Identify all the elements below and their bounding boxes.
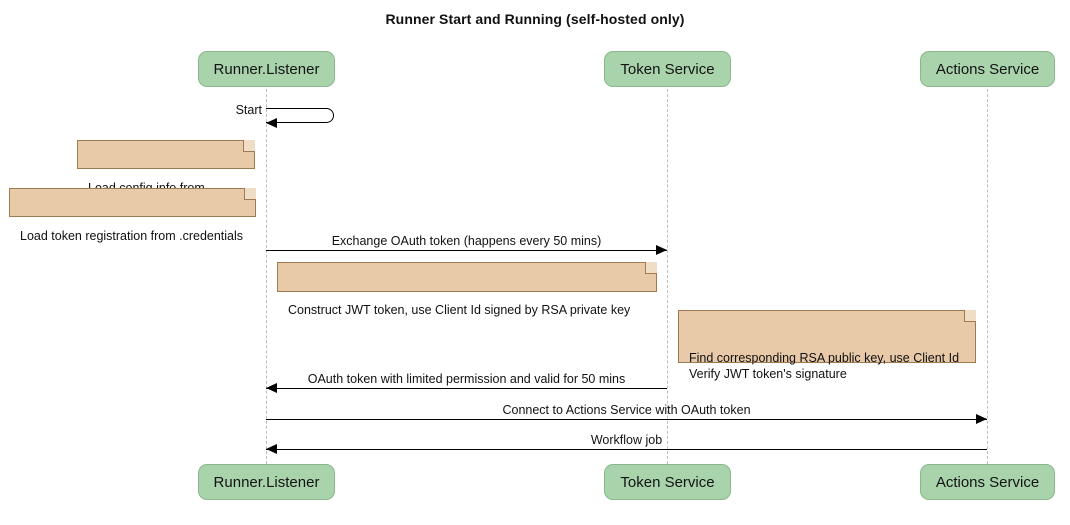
- note-text: Load token registration from .credential…: [20, 229, 244, 243]
- message-label-workflow-job: Workflow job: [590, 433, 663, 447]
- note-fold-icon: [645, 262, 657, 274]
- note-load-token-registration: Load token registration from .credential…: [9, 188, 256, 243]
- arrow-head-exchange-oauth-token: [656, 245, 667, 255]
- participant-actions-service-top[interactable]: Actions Service: [920, 51, 1055, 87]
- participant-runner-listener-top[interactable]: Runner.Listener: [198, 51, 335, 87]
- message-label-connect-actions-service: Connect to Actions Service with OAuth to…: [502, 403, 751, 417]
- arrow-head-start: [266, 118, 277, 128]
- lifeline-runner-listener: [266, 89, 267, 464]
- participant-token-service-top[interactable]: Token Service: [604, 51, 731, 87]
- message-line-exchange-oauth-token: [266, 250, 667, 251]
- message-label-start: Start: [235, 103, 262, 117]
- arrow-head-oauth-token-reply: [266, 383, 277, 393]
- message-label-oauth-token-reply: OAuth token with limited permission and …: [307, 372, 626, 386]
- arrow-head-workflow-job: [266, 444, 277, 454]
- diagram-title: Runner Start and Running (self-hosted on…: [385, 11, 685, 27]
- note-load-config: Load config info from .runner: [77, 140, 255, 211]
- self-message-start: [266, 108, 334, 123]
- lifeline-token-service: [667, 89, 668, 464]
- message-label-exchange-oauth-token: Exchange OAuth token (happens every 50 m…: [331, 234, 602, 248]
- note-text: Find corresponding RSA public key, use C…: [689, 351, 960, 381]
- note-fold-icon: [244, 188, 256, 200]
- message-line-oauth-token-reply: [266, 388, 667, 389]
- lifeline-actions-service: [987, 89, 988, 464]
- note-construct-jwt-token: Construct JWT token, use Client Id signe…: [277, 262, 657, 317]
- note-text: Construct JWT token, use Client Id signe…: [288, 303, 631, 317]
- message-line-workflow-job: [266, 449, 987, 450]
- note-fold-icon: [243, 140, 255, 152]
- arrow-head-connect-actions-service: [976, 414, 987, 424]
- participant-actions-service-bottom[interactable]: Actions Service: [920, 464, 1055, 500]
- participant-runner-listener-bottom[interactable]: Runner.Listener: [198, 464, 335, 500]
- participant-token-service-bottom[interactable]: Token Service: [604, 464, 731, 500]
- message-line-connect-actions-service: [266, 419, 987, 420]
- note-verify-jwt-signature: Find corresponding RSA public key, use C…: [678, 310, 976, 381]
- note-fold-icon: [964, 310, 976, 322]
